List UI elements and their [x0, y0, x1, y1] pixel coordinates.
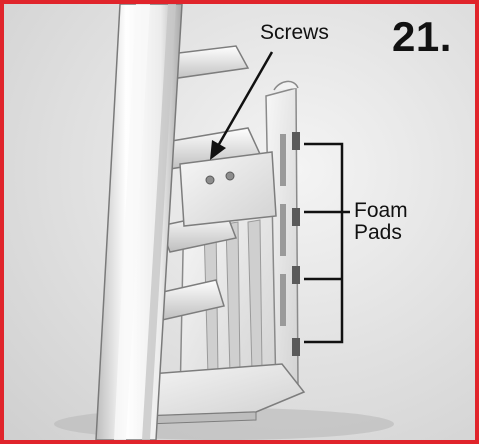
screw-icon	[225, 171, 235, 181]
screws-label: Screws	[260, 21, 329, 44]
foam-pads-bracket	[304, 142, 350, 344]
mounting-block	[179, 151, 277, 227]
step-number: 21.	[392, 13, 452, 60]
screws-pointer-arrow	[210, 51, 274, 160]
ladder-handrail	[95, 4, 183, 440]
ladder-illustration	[54, 4, 394, 440]
base-plate	[113, 363, 306, 425]
foam-pads-label: Foam Pads	[354, 199, 408, 245]
foam-pads	[292, 132, 300, 356]
foam-pads-label-line-2: Pads	[354, 221, 402, 245]
foam-pads-label-line-1: Foam	[354, 199, 408, 222]
screw-icon	[205, 175, 215, 185]
